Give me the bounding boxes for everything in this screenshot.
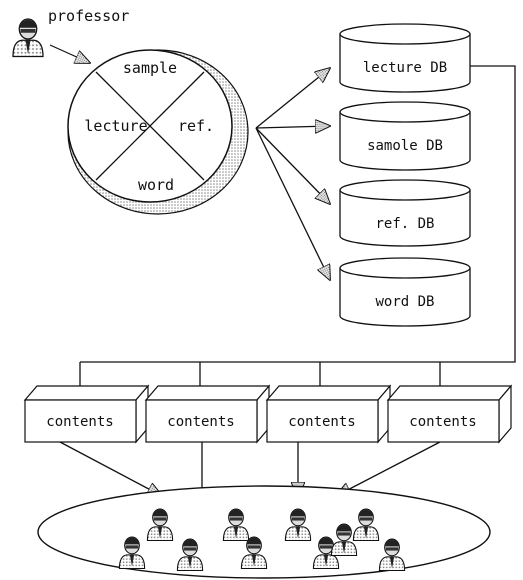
contents-label: contents <box>409 414 476 430</box>
contents-label: contents <box>167 414 234 430</box>
database-stack: lecture DB samole DB ref. DB word DB <box>339 23 471 327</box>
database-label: samole DB <box>367 138 443 154</box>
arrow-to-students <box>59 441 162 496</box>
section-ref-label: ref. <box>178 117 214 135</box>
professor-figure: professor <box>12 7 129 58</box>
contents-label: contents <box>288 414 355 430</box>
arrow-to-ref-db <box>255 127 330 204</box>
contents-box: contents <box>23 384 150 444</box>
database-label: word DB <box>375 294 434 310</box>
contents-box: contents <box>386 384 513 444</box>
database-word: word DB <box>339 257 471 327</box>
students-area <box>37 485 491 579</box>
arrow-professor-to-circle <box>49 44 90 63</box>
category-circle: sample lecture ref. word <box>67 49 249 215</box>
db-to-contents-connector <box>79 65 516 386</box>
contents-box: contents <box>265 384 392 444</box>
section-sample-label: sample <box>123 59 177 77</box>
arrow-to-lecture-db <box>255 68 330 129</box>
database-ref: ref. DB <box>339 179 471 247</box>
database-label: ref. DB <box>375 216 434 232</box>
database-icon <box>339 257 471 327</box>
contents-box: contents <box>144 384 271 444</box>
database-sample: samole DB <box>339 101 471 171</box>
person-icon <box>12 18 44 58</box>
section-word-label: word <box>138 176 174 194</box>
professor-label: professor <box>48 7 129 25</box>
fanout-arrows <box>255 68 330 280</box>
circle-divider <box>95 71 205 181</box>
database-icon <box>339 101 471 171</box>
students-ellipse <box>37 485 491 579</box>
database-lecture: lecture DB <box>339 23 471 93</box>
database-icon <box>339 23 471 93</box>
database-label: lecture DB <box>363 60 447 76</box>
contents-label: contents <box>46 414 113 430</box>
section-lecture-label: lecture <box>84 117 147 135</box>
arrow-to-sample-db <box>255 126 330 128</box>
arrow-to-word-db <box>255 127 330 280</box>
database-icon <box>339 179 471 247</box>
arrow-to-students <box>336 441 441 496</box>
contents-row: contents contents contents contents <box>23 384 513 444</box>
